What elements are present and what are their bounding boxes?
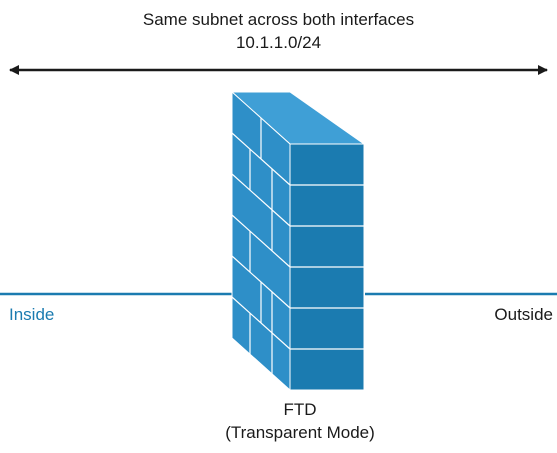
device-mode-label: (Transparent Mode)	[225, 423, 375, 442]
subnet-caption-address: 10.1.1.0/24	[235, 33, 322, 52]
subnet-caption-title: Same subnet across both interfaces	[142, 10, 415, 29]
outside-interface-label: Outside	[494, 305, 553, 324]
wall-front-bricks	[290, 184, 364, 350]
inside-interface-label: Inside	[9, 305, 55, 324]
firewall-brick-wall-icon	[230, 90, 366, 392]
wall-side-bricks	[231, 118, 291, 374]
device-name-label: FTD	[283, 400, 317, 419]
